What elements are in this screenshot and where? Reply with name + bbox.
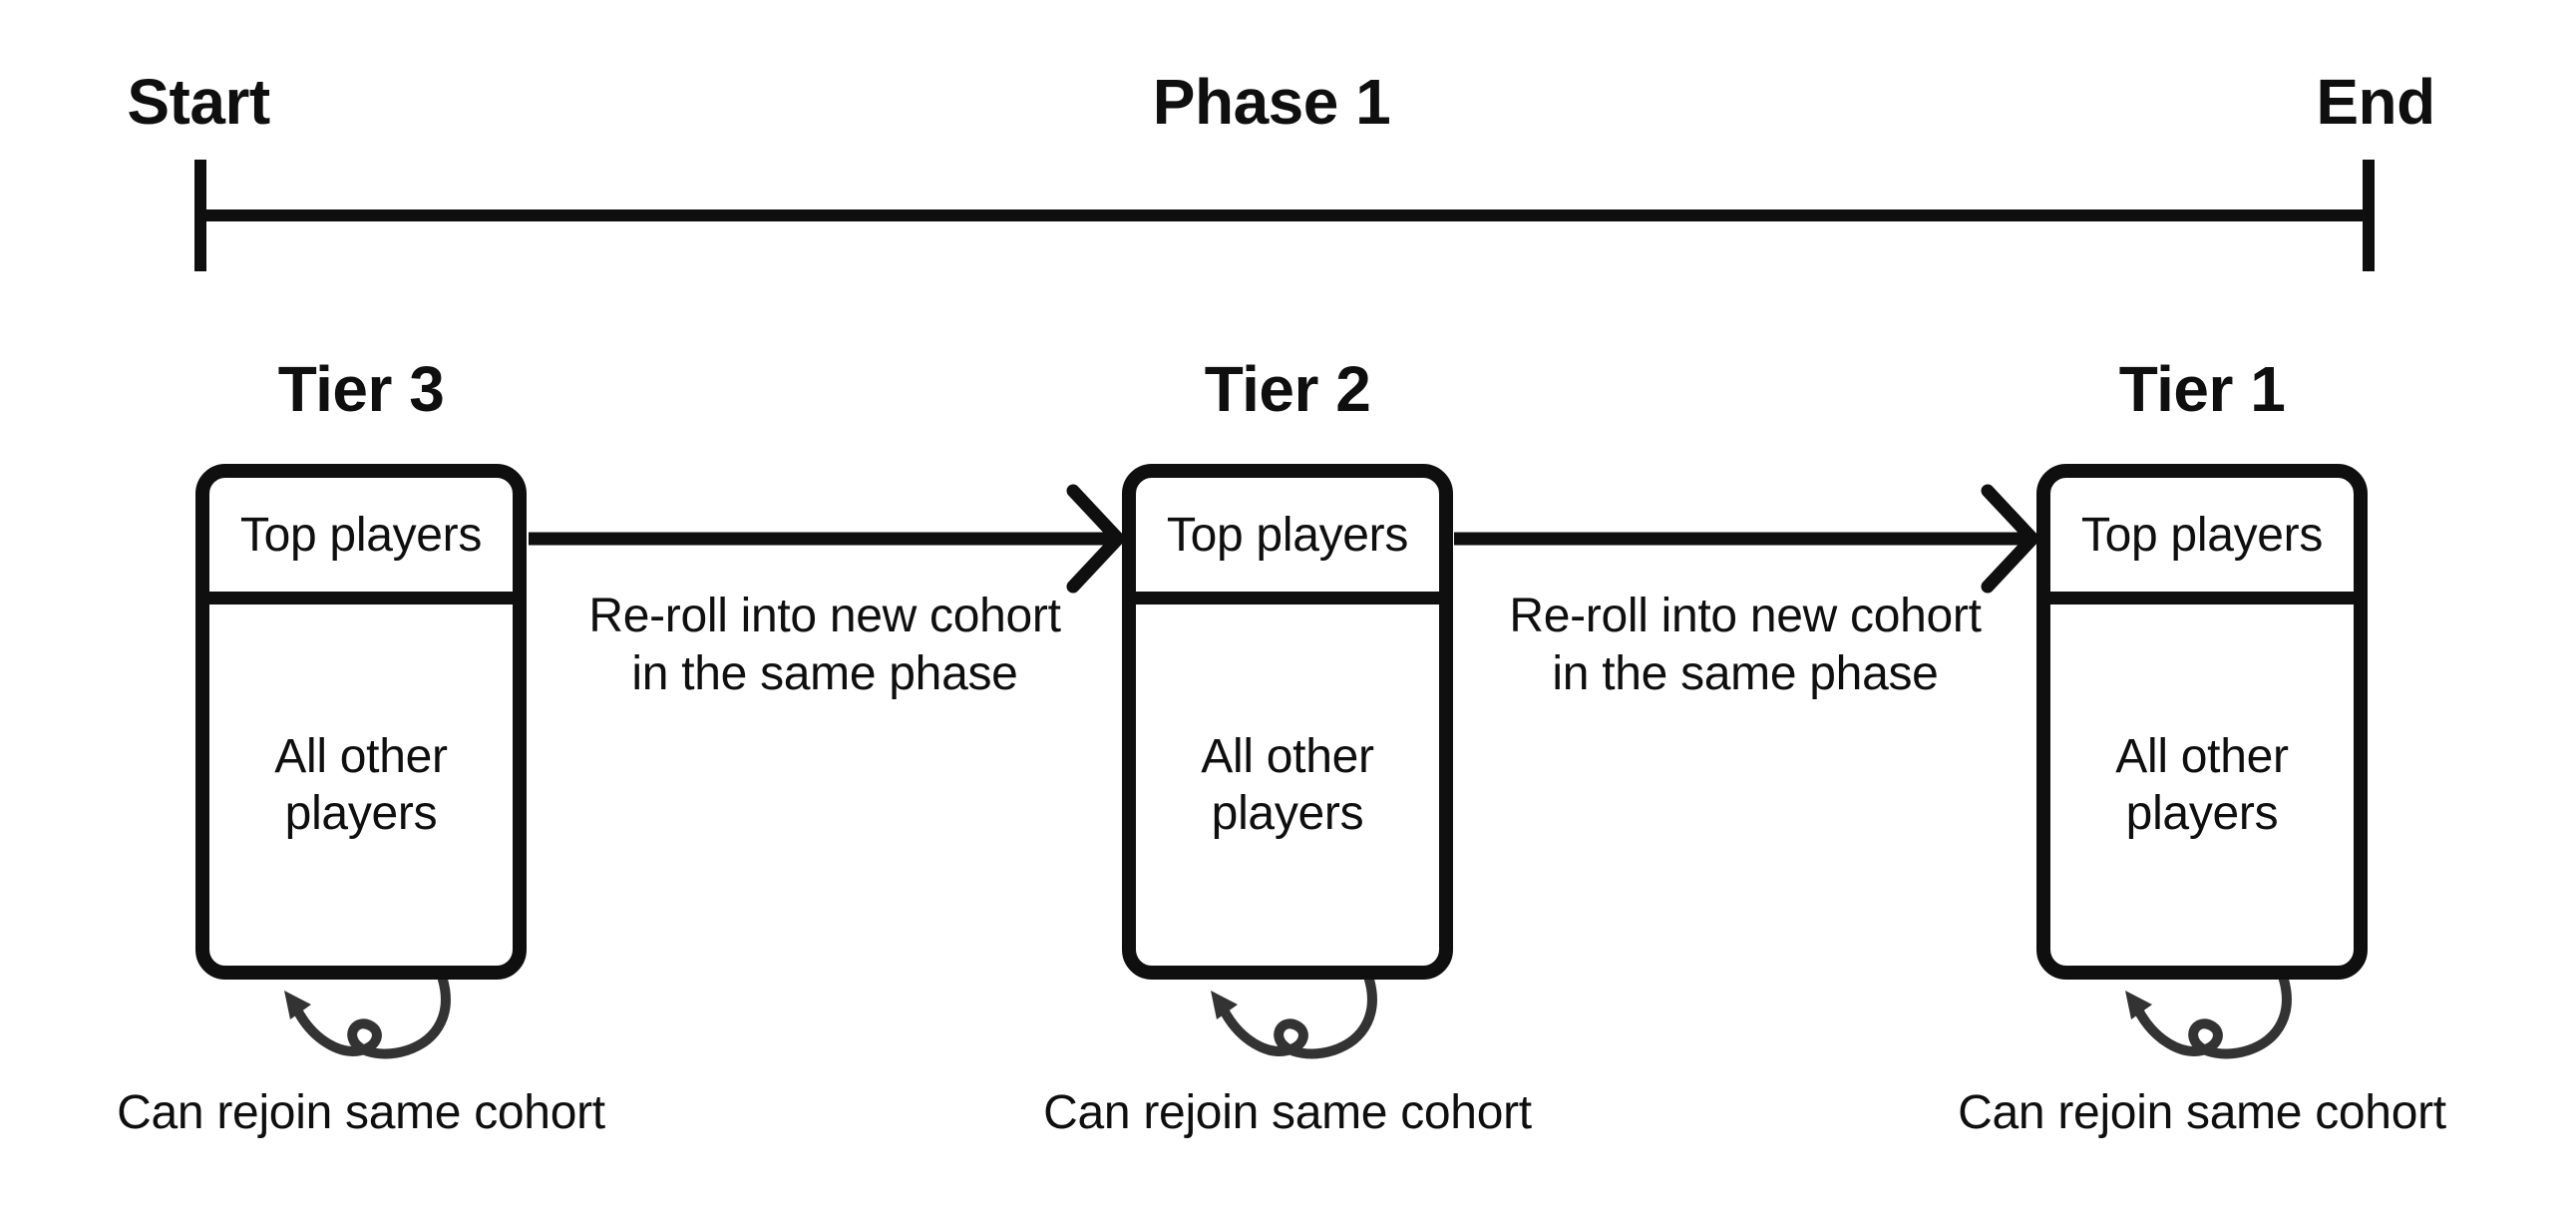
rejoin-loop-arrow-tier1-icon <box>2125 975 2292 1059</box>
tier3-all-other-players-section: All other players <box>209 605 513 966</box>
rejoin-loop-arrow-tier3-icon <box>284 975 451 1059</box>
tier2-title: Tier 2 <box>1204 353 1371 425</box>
tier1-group: Tier 1 Top players All other players Can… <box>1958 0 2446 1211</box>
tier1-all-other-players-section: All other players <box>2050 605 2354 966</box>
tier3-cohort-box: Top players All other players <box>195 464 527 980</box>
tier2-top-players-label: Top players <box>1166 508 1409 562</box>
timeline-end-label: End <box>2316 66 2435 138</box>
tier3-title: Tier 3 <box>277 353 445 425</box>
tier2-group: Tier 2 Top players All other players Can… <box>1043 0 1532 1211</box>
transition2-label-line2: in the same phase <box>1552 647 1939 700</box>
tier3-group: Tier 3 Top players All other players Can… <box>117 0 605 1211</box>
tier2-cohort-box: Top players All other players <box>1122 464 1453 980</box>
tier2-all-other-players-section: All other players <box>1136 605 1439 966</box>
transition2-label-line1: Re-roll into new cohort <box>1509 590 1982 642</box>
arrow-tier3-to-tier2-icon <box>529 484 1127 594</box>
tier3-top-players-section: Top players <box>209 478 513 605</box>
tier1-cohort-box: Top players All other players <box>2036 464 2368 980</box>
tier2-rejoin-label: Can rejoin same cohort <box>1043 1086 1532 1139</box>
tier2-top-players-section: Top players <box>1136 478 1439 605</box>
transition1-label-line2: in the same phase <box>631 647 1018 700</box>
tier1-all-other-players-label: All other players <box>2115 730 2289 840</box>
transition1-label-line1: Re-roll into new cohort <box>588 590 1061 642</box>
tier3-top-players-label: Top players <box>239 508 483 562</box>
transition2-label: Re-roll into new cohort in the same phas… <box>1509 588 1982 703</box>
transition1-label: Re-roll into new cohort in the same phas… <box>588 588 1061 703</box>
tier3-all-other-players-label: All other players <box>274 730 448 840</box>
tier1-top-players-label: Top players <box>2080 508 2324 562</box>
timeline-phase-label: Phase 1 <box>1152 66 1391 138</box>
tier3-rejoin-label: Can rejoin same cohort <box>117 1086 605 1139</box>
timeline-start-label: Start <box>127 66 270 138</box>
tier1-top-players-section: Top players <box>2050 478 2354 605</box>
tier1-title: Tier 1 <box>2118 353 2286 425</box>
arrow-tier2-to-tier1-icon <box>1454 484 2041 594</box>
tier1-rejoin-label: Can rejoin same cohort <box>1958 1086 2446 1139</box>
rejoin-loop-arrow-tier2-icon <box>1211 975 1377 1059</box>
tier2-all-other-players-label: All other players <box>1201 730 1374 840</box>
